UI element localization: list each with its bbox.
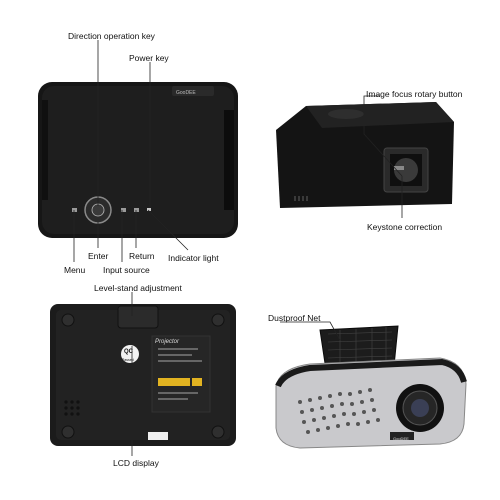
label-level-stand: Level-stand adjustment — [94, 283, 182, 293]
label-enter: Enter — [88, 251, 109, 261]
label-keystone: Keystone correction — [367, 222, 443, 232]
label-power-key: Power key — [129, 53, 169, 63]
label-input-source: Input source — [103, 265, 150, 275]
qc-badge-top: QC — [124, 349, 133, 355]
label-direction-key: Direction operation key — [68, 31, 155, 41]
qc-badge-bottom: Passed — [122, 358, 134, 362]
projector-bottom-view — [50, 304, 236, 446]
projector-dustnet-view — [275, 325, 467, 449]
label-image-focus: Image focus rotary button — [366, 89, 463, 99]
label-lcd-display: LCD display — [113, 458, 159, 468]
projector-front-view — [276, 102, 454, 208]
label-dustproof-net: Dustproof Net — [268, 313, 321, 323]
label-return: Return — [129, 251, 155, 261]
top-brand-text: GooDEE — [176, 90, 196, 96]
label-indicator-light: Indicator light — [168, 253, 219, 263]
label-menu: Menu — [64, 265, 86, 275]
lens-brand-text: GooDEE — [393, 436, 409, 441]
bottom-brand-text: Projector — [155, 339, 180, 345]
projector-top-view — [38, 82, 238, 238]
